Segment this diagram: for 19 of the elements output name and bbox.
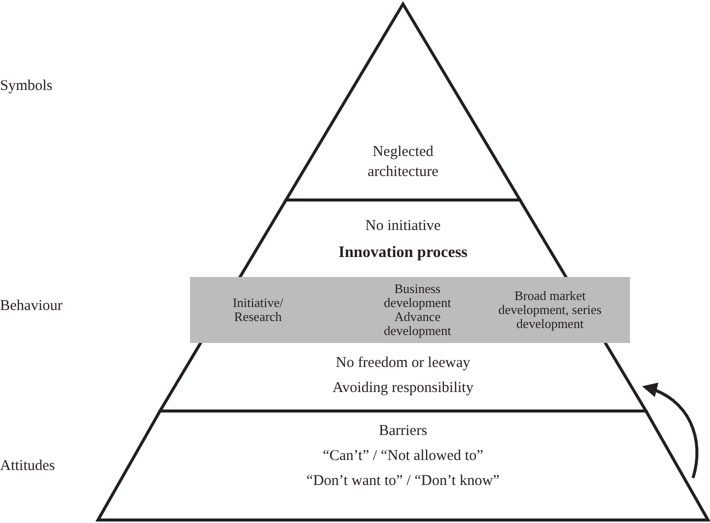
tier-text: “Don’t want to” / “Don’t know” <box>306 472 500 491</box>
level-label: Symbols <box>0 77 53 96</box>
tier-text: Innovation process <box>338 243 468 263</box>
band-text: Broad market development, series development <box>497 287 603 333</box>
tier-text: “Can’t” / “Not allowed to” <box>322 447 484 466</box>
level-label: Attitudes <box>0 457 55 476</box>
tier-text: Avoiding responsibility <box>332 379 474 398</box>
band-text: Initiative/ Research <box>232 294 284 326</box>
pyramid-tier <box>160 200 646 411</box>
tier-text: No initiative <box>365 217 441 236</box>
band-text: Business development Advance development <box>382 280 452 340</box>
tier-text: Neglected architecture <box>366 143 440 182</box>
curved-arrow <box>642 383 698 478</box>
process-band <box>190 277 630 343</box>
level-label: Behaviour <box>0 297 62 316</box>
pyramid-tier <box>286 4 520 200</box>
tier-text: No freedom or leeway <box>336 354 470 373</box>
tier-text: Barriers <box>378 422 428 441</box>
pyramid-tier <box>98 411 708 520</box>
